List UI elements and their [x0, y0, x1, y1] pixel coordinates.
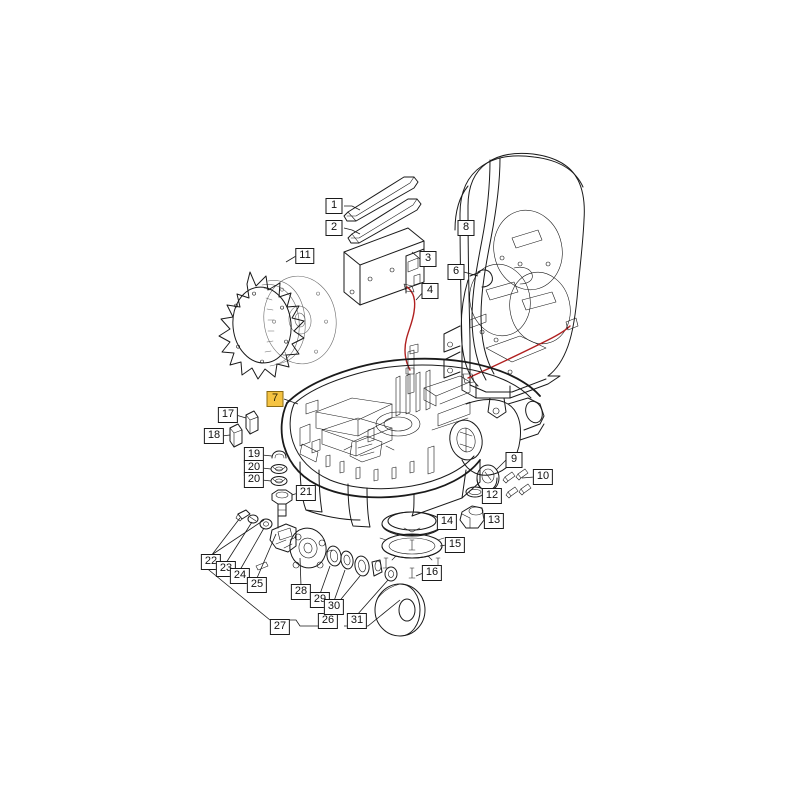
callout-4[interactable]: 4 — [421, 283, 439, 299]
part-battery-box — [343, 227, 425, 306]
callout-28[interactable]: 28 — [290, 584, 312, 600]
callout-8[interactable]: 8 — [457, 220, 475, 236]
part-castor-bolt — [235, 509, 251, 522]
callout-10[interactable]: 10 — [532, 469, 554, 485]
callout-14[interactable]: 14 — [436, 514, 458, 530]
callout-11[interactable]: 11 — [295, 248, 315, 264]
callout-7[interactable]: 7 — [266, 391, 284, 407]
part-castor-wheel — [374, 583, 426, 637]
part-retaining-clip — [271, 450, 287, 459]
callout-3[interactable]: 3 — [419, 251, 437, 267]
callout-31[interactable]: 31 — [346, 613, 368, 629]
callout-6[interactable]: 6 — [447, 264, 465, 280]
callout-12[interactable]: 12 — [481, 488, 503, 504]
callout-1[interactable]: 1 — [325, 198, 343, 214]
callout-17[interactable]: 17 — [217, 407, 239, 423]
part-bracket-clip-lower — [229, 423, 243, 448]
part-castor-bush — [247, 514, 259, 524]
part-main-body-shell — [280, 343, 545, 528]
callout-13[interactable]: 13 — [483, 513, 505, 529]
callout-25[interactable]: 25 — [246, 577, 268, 593]
part-lower-rail-bar — [347, 198, 422, 244]
part-hub-plate — [289, 527, 333, 569]
callout-26[interactable]: 26 — [317, 613, 339, 629]
callout-24[interactable]: 24 — [229, 568, 251, 584]
part-rubber-bump-stop — [459, 505, 485, 529]
callout-20b[interactable]: 20 — [243, 472, 265, 488]
callout-18[interactable]: 18 — [203, 428, 225, 444]
part-castor-washer — [259, 518, 273, 530]
callout-9[interactable]: 9 — [505, 452, 523, 468]
part-wheel-retainer — [384, 566, 398, 582]
part-chassis-frame — [443, 152, 585, 419]
part-spiked-drive-wheels — [218, 271, 337, 380]
callout-2[interactable]: 2 — [325, 220, 343, 236]
part-bracket-clip-upper — [245, 410, 259, 435]
part-hub-seal — [340, 550, 354, 570]
callout-27[interactable]: 27 — [269, 619, 291, 635]
part-hub-ring — [326, 545, 342, 567]
part-castor-yoke — [255, 503, 297, 571]
part-hub-spacer-set — [354, 555, 383, 577]
callout-21[interactable]: 21 — [295, 485, 317, 501]
callout-30[interactable]: 30 — [323, 599, 345, 615]
callout-16[interactable]: 16 — [421, 565, 443, 581]
part-motor-screws — [502, 468, 532, 499]
callout-15[interactable]: 15 — [444, 537, 466, 553]
part-upper-rail-bar — [343, 176, 419, 222]
